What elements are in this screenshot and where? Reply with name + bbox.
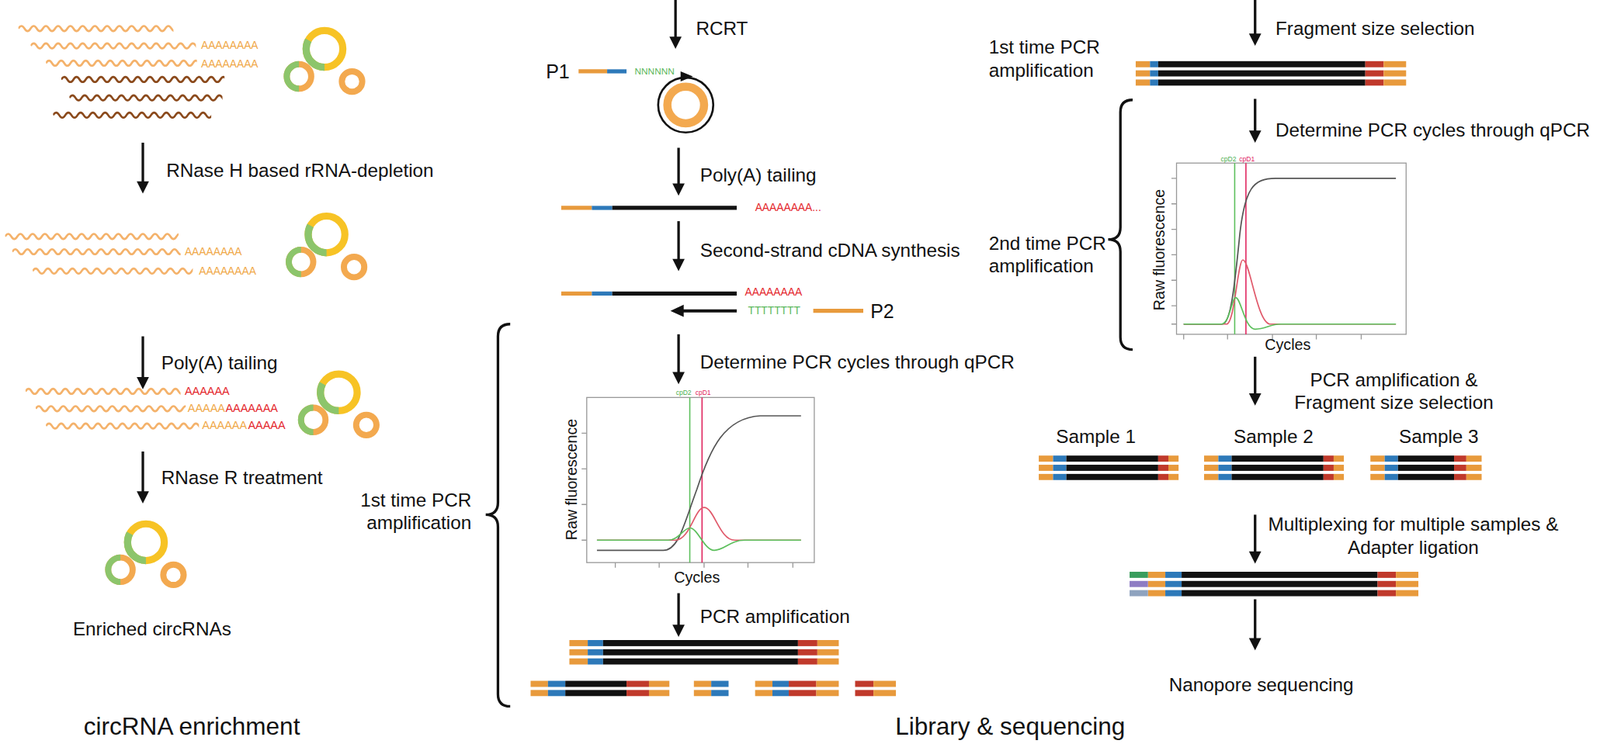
step-label: PCR amplification	[700, 605, 851, 629]
qpcr-chart	[581, 397, 815, 568]
step-label: RNase H based rRNA-depletion	[166, 159, 434, 183]
cp-marker-label: cpD1	[695, 388, 712, 397]
axis-label: Raw fluorescence	[1149, 189, 1169, 312]
cp-marker-label: cpD2	[1221, 155, 1237, 164]
step-label: Multiplexing for multiple samples & Adap…	[1265, 513, 1562, 560]
sequence-text: AAAAAA	[201, 419, 247, 434]
cp-marker-label: cpD1	[1239, 155, 1255, 164]
sample-label: Sample 3	[1398, 425, 1479, 449]
sequence-text: TTTTTTTT	[747, 304, 800, 318]
circrna-icons	[107, 30, 377, 586]
flow-arrows	[136, 0, 1261, 651]
sequence-text: AAAAA	[187, 402, 226, 417]
sequence-text: AAAAAAAA...	[755, 201, 822, 216]
axis-label: Cycles	[1264, 335, 1311, 355]
cdna-strands	[561, 208, 864, 318]
sequence-text: AAAAAA	[184, 385, 230, 400]
bracket-label: 2nd time PCR amplification	[989, 232, 1114, 278]
sequence-text: AAAAAAAA	[184, 245, 243, 259]
panel-caption: Library & sequencing	[895, 711, 1125, 742]
sequence-text: NNNNNN	[635, 65, 675, 77]
sequence-text: AAAAAAAA	[745, 286, 803, 300]
output-label: Nanopore sequencing	[1169, 673, 1354, 698]
cp-marker-label: cpD2	[676, 388, 692, 397]
axis-label: Cycles	[673, 568, 720, 587]
sample-label: Sample 2	[1233, 425, 1314, 449]
sequence-text: AAAAAAAA	[198, 264, 257, 278]
primer-label: P2	[870, 299, 895, 323]
qpcr-chart	[1171, 163, 1406, 340]
step-label: Poly(A) tailing	[700, 163, 817, 188]
sequence-text: AAAAAAA	[225, 402, 278, 417]
sequence-text: AAAAAAAA	[201, 39, 259, 53]
sequence-text: AAAAAAAA	[201, 57, 259, 71]
output-label: Enriched circRNAs	[72, 617, 232, 642]
axis-label: Raw fluorescence	[562, 418, 581, 541]
sample-label: Sample 1	[1055, 425, 1136, 449]
rcrt-illustration	[578, 71, 714, 133]
step-label: RNase R treatment	[161, 467, 323, 491]
primer-label: P1	[545, 59, 570, 84]
panel-caption: circRNA enrichment	[83, 711, 301, 742]
curly-bracket	[485, 100, 1133, 708]
step-label: Second-strand cDNA synthesis	[700, 239, 961, 264]
step-label: PCR amplification & Fragment size select…	[1273, 368, 1514, 415]
step-label: Fragment size selection	[1275, 17, 1476, 41]
bracket-label: 1st time PCR amplification	[989, 36, 1114, 83]
sequence-text: AAAAA	[247, 419, 285, 434]
step-label: Determine PCR cycles through qPCR	[700, 350, 1015, 375]
bracket-label: 1st time PCR amplification	[347, 489, 472, 535]
step-label: RCRT	[695, 17, 748, 41]
step-label: Poly(A) tailing	[161, 351, 278, 375]
step-label: Determine PCR cycles through qPCR	[1275, 118, 1590, 143]
